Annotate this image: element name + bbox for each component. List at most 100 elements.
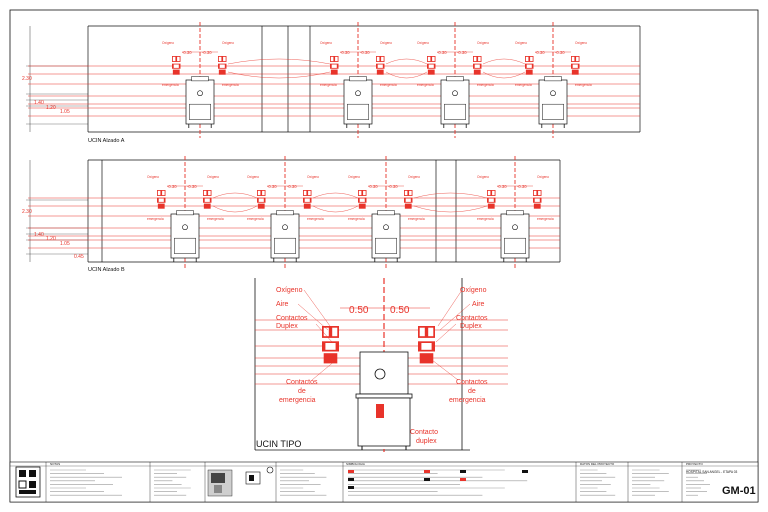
emergency-label: emergencia	[348, 217, 365, 221]
gas-outlet-slot	[308, 190, 311, 196]
emergency-outlet-block	[533, 203, 541, 209]
gas-outlet-slot	[323, 327, 329, 337]
dim-b-h1: 2.30	[22, 209, 32, 215]
tipo-duplex-left: Duplex	[276, 323, 298, 330]
gas-outlet-slot	[530, 56, 533, 62]
gas-outlet-block	[487, 190, 496, 196]
connector-arc	[385, 71, 428, 79]
spacing-label: -0.30	[437, 50, 447, 55]
gas-outlet-slot	[335, 56, 338, 62]
spacing-label: -0.30	[360, 50, 370, 55]
duplex-outlet-block	[376, 404, 384, 418]
tipo-spacing-right: 0.50	[390, 305, 410, 316]
incubator-base	[375, 237, 397, 254]
connector-arc	[227, 58, 331, 65]
emergency-label: emergencia	[222, 83, 239, 87]
gas-outlet-slot	[363, 190, 366, 196]
incubator-body	[170, 213, 200, 259]
emergency-outlet-block	[525, 69, 533, 75]
incubator-hood	[377, 210, 395, 216]
spacing-label: -0.30	[187, 184, 197, 189]
emergency-outlet-block	[203, 203, 211, 209]
titleblock-notas: NOTAS	[50, 462, 60, 466]
titleblock-proyecto: PROYECTO	[686, 462, 703, 466]
tipo-contactos-left: Contactos	[276, 315, 308, 322]
incubator-porthole	[374, 368, 386, 380]
gas-outlet-block	[172, 56, 181, 62]
titleblock-sheet-code: GM-01	[722, 485, 756, 497]
connector-arc	[482, 58, 526, 65]
leader-line	[311, 359, 337, 381]
oxygen-label: Oxígeno	[320, 41, 332, 45]
gas-outlet-slot	[533, 190, 537, 196]
duplex-outlet-face	[377, 64, 383, 68]
gas-outlet-slot	[538, 190, 541, 196]
gas-outlet-slot	[157, 190, 161, 196]
spacing-label: -0.30	[202, 50, 212, 55]
duplex-outlet-face	[421, 343, 432, 350]
emergency-label: emergencia	[575, 83, 592, 87]
gas-outlet-slot	[203, 190, 207, 196]
elevation-a: -0.30 -0.30 Oxígeno Oxígeno emergencia emerge…	[26, 22, 641, 138]
gas-outlet-slot	[303, 190, 307, 196]
gas-outlet-slot	[419, 327, 425, 337]
emergency-label: emergencia	[380, 83, 397, 87]
incubator-porthole	[383, 224, 389, 231]
gas-outlet-block	[473, 56, 482, 62]
gas-outlet-block	[358, 190, 367, 196]
emergency-label: emergencia	[515, 83, 532, 87]
gas-outlet-slot	[262, 190, 265, 196]
incubator-body	[440, 79, 470, 125]
symbol-swatch	[348, 470, 354, 473]
gas-outlet-block	[330, 56, 339, 62]
spacing-label: -0.30	[340, 50, 350, 55]
spacing-label: -0.30	[368, 184, 378, 189]
emergency-label: emergencia	[247, 217, 264, 221]
duplex-outlet-face	[204, 198, 210, 202]
emergency-label: emergencia	[477, 83, 494, 87]
emergency-outlet-block	[427, 69, 435, 75]
gas-outlet-slot	[218, 56, 222, 62]
oxygen-label: Oxígeno	[515, 41, 527, 45]
gas-outlet-block	[418, 326, 435, 338]
incubator-hood	[506, 210, 524, 216]
oxygen-label: Oxígeno	[147, 175, 159, 179]
tipo-emerg-left-3: emergencia	[279, 397, 316, 404]
incubator-body	[371, 213, 401, 259]
gas-outlet-slot	[172, 56, 176, 62]
incubator-body	[500, 213, 530, 259]
gas-outlet-slot	[208, 190, 211, 196]
tipo-contacto-bottom-2: duplex	[416, 438, 437, 445]
gas-outlet-block	[203, 190, 212, 196]
spacing-label: -0.30	[267, 184, 277, 189]
tipo-emerg-right-1: Contactos	[456, 379, 488, 386]
connector-arc	[312, 192, 359, 199]
emergency-outlet-block	[487, 203, 495, 209]
duplex-outlet-face	[572, 64, 578, 68]
leader-line	[439, 303, 471, 331]
symbol-swatch	[348, 478, 354, 481]
gas-outlet-block	[257, 190, 266, 196]
connector-arc	[413, 205, 488, 213]
dim-b-h3: 1.20	[46, 236, 56, 242]
tipo-emerg-left-1: Contactos	[286, 379, 318, 386]
dim-a-h1: 2.30	[22, 76, 32, 82]
leader-line	[315, 323, 333, 343]
gas-outlet-slot	[376, 56, 380, 62]
emergency-outlet-block	[303, 203, 311, 209]
oxygen-label: Oxígeno	[477, 41, 489, 45]
emergency-outlet-block	[404, 203, 412, 209]
gas-outlet-slot	[409, 190, 412, 196]
leader-line	[435, 323, 457, 343]
tipo-duplex-right: Duplex	[460, 323, 482, 330]
emergency-outlet-block	[376, 69, 384, 75]
emergency-label: emergencia	[207, 217, 224, 221]
duplex-outlet-face	[359, 198, 365, 202]
emergency-outlet-block	[172, 69, 180, 75]
location-map-thumbnail	[207, 469, 261, 497]
incubator-body	[270, 213, 300, 259]
duplex-outlet-face	[474, 64, 480, 68]
tipo-contactos-right: Contactos	[456, 315, 488, 322]
